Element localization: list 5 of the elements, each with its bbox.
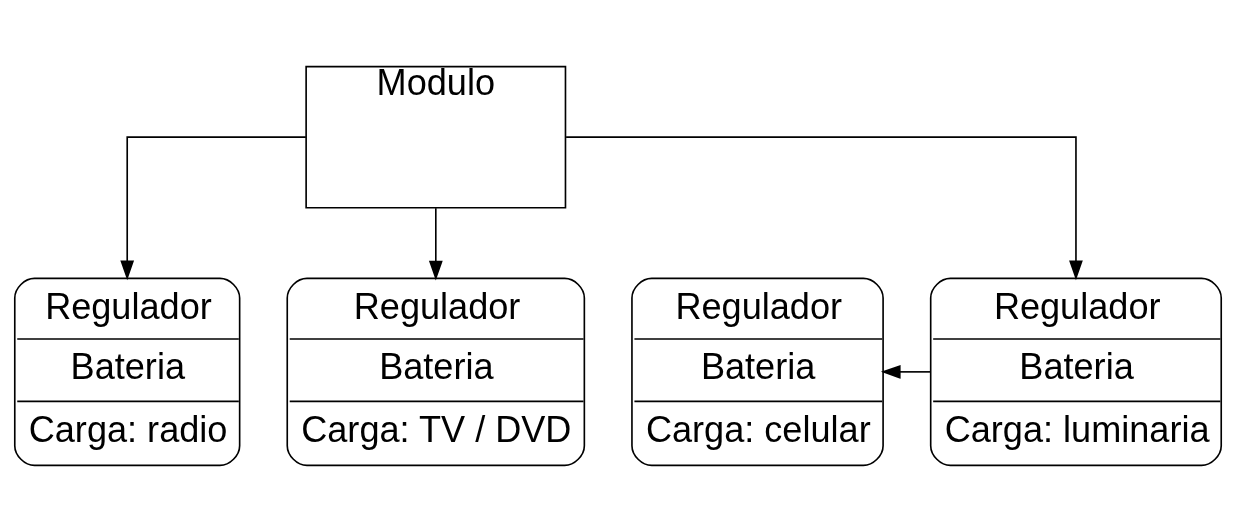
arrow (565, 135, 1083, 280)
arrow (120, 135, 307, 280)
node-box: Modulo (305, 65, 567, 209)
arrow (880, 364, 932, 379)
arrow (428, 206, 443, 281)
